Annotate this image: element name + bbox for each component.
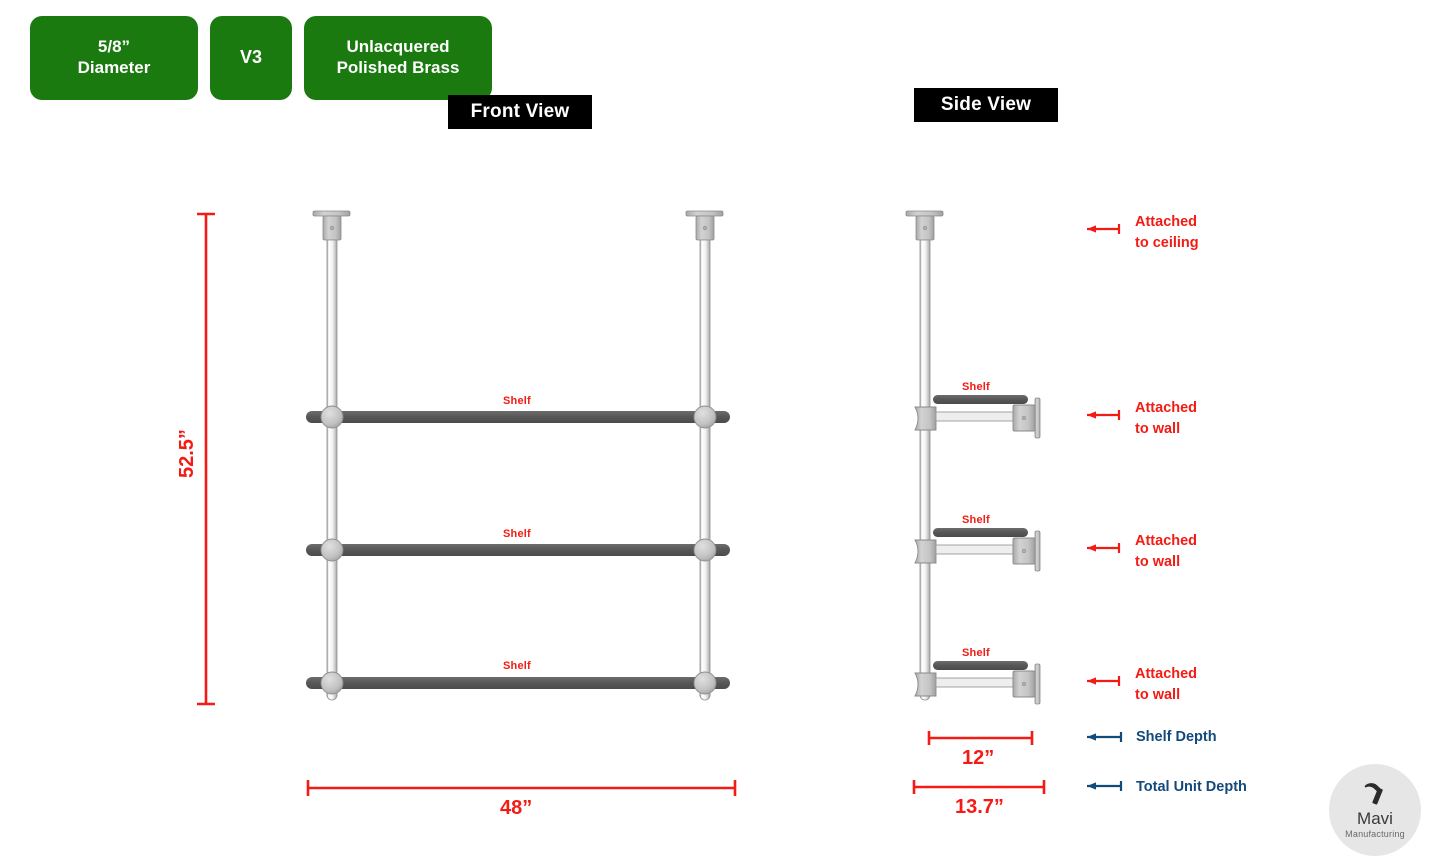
leader-arrow-ceiling: [1087, 224, 1121, 234]
shelf-depth-dimension-line: [927, 731, 1034, 745]
front-shelf-1: [306, 405, 730, 429]
callout-attached-to-ceiling: Attached to ceiling: [1135, 214, 1199, 251]
front-shelf-label-1: Shelf: [503, 395, 531, 407]
side-shelf-assembly-3: [914, 661, 1041, 705]
side-shelf-assembly-1: [914, 395, 1041, 439]
callout-arrows: [1087, 224, 1123, 791]
callout-attached-to-wall-3: Attached to wall: [1135, 666, 1198, 703]
side-shelf-label-1: Shelf: [962, 381, 990, 393]
hammer-icon: [1360, 781, 1390, 807]
front-shelf-2: [306, 538, 730, 562]
logo-subtitle: Manufacturing: [1345, 829, 1405, 839]
side-shelf-label-3: Shelf: [962, 647, 990, 659]
leader-arrow-wall-2: [1087, 543, 1121, 553]
front-left-pole: [312, 210, 351, 701]
side-shelf-assembly-2: [914, 528, 1041, 572]
side-pole: [905, 210, 944, 701]
front-view-assembly: [197, 210, 737, 796]
front-height-dimension-label: 52.5”: [176, 429, 198, 478]
callout-attached-to-wall-1: Attached to wall: [1135, 400, 1198, 437]
spec-badge-diameter: 5/8” Diameter: [30, 16, 198, 100]
front-height-dimension-line: [197, 212, 215, 706]
front-shelf-3: [306, 671, 730, 695]
front-shelf-label-2: Shelf: [503, 528, 531, 540]
company-logo: Mavi Manufacturing: [1329, 764, 1421, 856]
front-width-dimension-label: 48”: [500, 797, 533, 819]
front-width-dimension-line: [306, 780, 737, 796]
leader-arrow-wall-3: [1087, 676, 1121, 686]
leader-arrow-shelf-depth: [1087, 732, 1123, 742]
side-view-title: Side View: [914, 88, 1058, 122]
front-view-title: Front View: [448, 95, 592, 129]
shelf-depth-dimension-label: 12”: [962, 747, 995, 769]
leader-arrow-wall-1: [1087, 410, 1121, 420]
spec-badge-row: 5/8” Diameter V3 Unlacquered Polished Br…: [30, 16, 492, 100]
total-depth-dimension-label: 13.7”: [955, 796, 1004, 818]
callout-attached-to-wall-2: Attached to wall: [1135, 533, 1198, 570]
side-shelf-label-2: Shelf: [962, 514, 990, 526]
spec-badge-finish: Unlacquered Polished Brass: [304, 16, 492, 100]
front-right-pole: [685, 210, 724, 701]
side-view-assembly: [905, 210, 1046, 794]
front-shelf-label-3: Shelf: [503, 660, 531, 672]
spec-badge-version: V3: [210, 16, 292, 100]
leader-arrow-total-depth: [1087, 781, 1123, 791]
callout-shelf-depth: Shelf Depth: [1136, 729, 1217, 745]
total-depth-dimension-line: [912, 780, 1046, 794]
callout-total-unit-depth: Total Unit Depth: [1136, 779, 1247, 795]
logo-name: Mavi: [1357, 809, 1393, 828]
